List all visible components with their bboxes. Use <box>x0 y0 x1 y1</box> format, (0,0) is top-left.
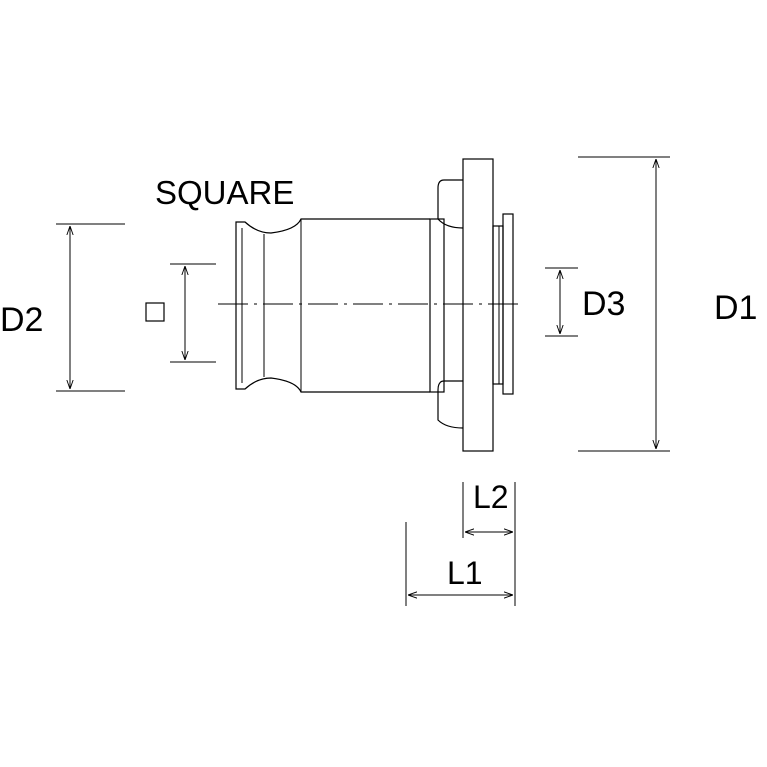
d1-dimension <box>578 156 670 452</box>
d1-label: D1 <box>714 289 757 327</box>
boss-top <box>437 179 464 229</box>
square-width-dimension <box>170 263 216 363</box>
l2-label: L2 <box>473 479 509 515</box>
d3-label: D3 <box>582 285 625 323</box>
part-body <box>218 158 522 452</box>
square-symbol <box>145 302 165 322</box>
boss-bottom <box>437 380 464 429</box>
square-label: SQUARE <box>155 174 294 211</box>
body-step <box>429 218 445 393</box>
pilot-step <box>492 225 504 385</box>
shank-outline <box>235 218 430 393</box>
d3-dimension <box>545 267 578 337</box>
l1-dimension <box>405 522 513 606</box>
l2-dimension <box>462 482 516 606</box>
l1-label: L1 <box>447 555 483 591</box>
d2-dimension <box>56 223 125 392</box>
flange <box>462 158 494 452</box>
d2-label: D2 <box>0 301 43 339</box>
